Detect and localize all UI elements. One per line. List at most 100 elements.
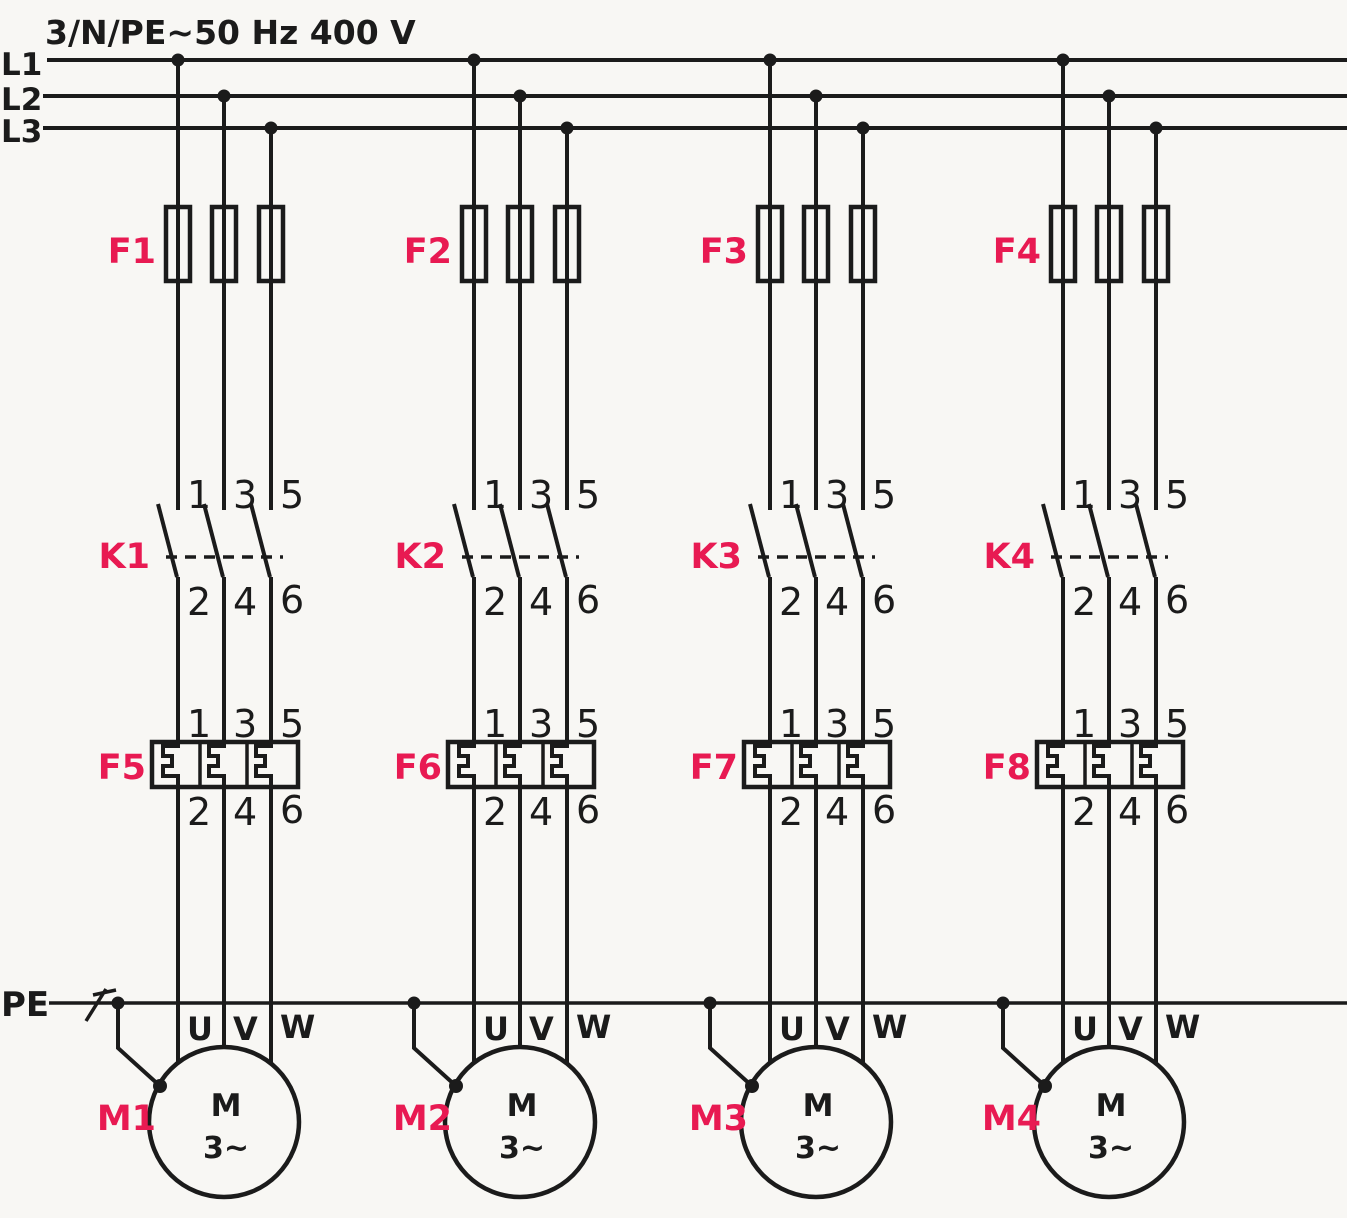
- motor-branch-2: F2 K2 1 3 5 2 4 6 F6 1 3 5: [393, 53, 611, 1200]
- fuse-symbol: [1048, 204, 1078, 284]
- pe-connection-m4: [996, 996, 1052, 1093]
- contact-lever: [156, 503, 179, 578]
- junction-dot: [745, 1079, 759, 1093]
- terminal-number: 5: [576, 702, 600, 746]
- terminal-number: 5: [872, 473, 896, 517]
- motor-symbol: M: [1096, 1088, 1127, 1124]
- terminal-number: 2: [483, 580, 507, 624]
- terminal-number: 4: [529, 580, 553, 624]
- pe-drop-wire: [412, 1003, 458, 1088]
- contactor-label: K3: [691, 537, 742, 577]
- fuse-symbol: [459, 204, 489, 284]
- motor-label: M2: [393, 1099, 452, 1139]
- motor-label: M1: [97, 1099, 156, 1139]
- motor-terminal-label: W: [1165, 1008, 1200, 1046]
- motor-label: M4: [982, 1099, 1041, 1139]
- terminal-number: 6: [280, 578, 304, 622]
- fuse-f4: F4: [993, 204, 1171, 284]
- motor-m3: U V W M 3~ M3: [689, 1008, 907, 1200]
- motor-circle: [146, 1044, 302, 1200]
- terminal-number: 6: [872, 788, 896, 832]
- fuse-symbol: [256, 204, 286, 284]
- terminal-number: 5: [280, 473, 304, 517]
- terminal-number: 5: [576, 473, 600, 517]
- terminal-number: 4: [1118, 580, 1142, 624]
- motor-terminal-label: U: [779, 1010, 805, 1048]
- motor-terminal-label: V: [233, 1010, 258, 1048]
- fuse-symbol: [209, 204, 239, 284]
- terminal-number: 6: [1165, 788, 1189, 832]
- heater-element: [254, 742, 273, 787]
- pe-conductor-mark: [84, 988, 117, 1022]
- fuse-label: F1: [108, 232, 156, 272]
- contact-lever: [452, 503, 475, 578]
- pe-bus: PE: [1, 985, 1347, 1025]
- junction-dot: [153, 1079, 167, 1093]
- motor-m4: U V W M 3~ M4: [982, 1008, 1200, 1200]
- fuse-f1: F1: [108, 204, 286, 284]
- terminal-number: 6: [872, 578, 896, 622]
- terminal-number: 4: [825, 580, 849, 624]
- motor-branch-3: F3 K3 1 3 5 2 4 6 F7 1 3 5: [689, 53, 907, 1200]
- terminal-number: 6: [1165, 578, 1189, 622]
- contact-lever: [202, 503, 225, 578]
- overload-label: F8: [983, 748, 1031, 788]
- contact-lever: [1087, 503, 1110, 578]
- motor-terminal-label: V: [529, 1010, 554, 1048]
- contactor-k1: K1 1 3 5 2 4 6: [99, 473, 305, 624]
- heater-element: [1139, 742, 1158, 787]
- motor-phase-label: 3~: [795, 1131, 841, 1166]
- motor-phase-label: 3~: [203, 1131, 249, 1166]
- contact-lever: [748, 503, 771, 578]
- terminal-number: 2: [1072, 580, 1096, 624]
- terminal-number: 2: [1072, 790, 1096, 834]
- terminal-number: 5: [280, 702, 304, 746]
- motor-symbol: M: [803, 1088, 834, 1124]
- fuse-symbol: [163, 204, 193, 284]
- motor-m2: U V W M 3~ M2: [393, 1008, 611, 1200]
- junction-dot: [449, 1079, 463, 1093]
- heater-element: [1046, 742, 1065, 787]
- pe-connection-m1: [111, 996, 167, 1093]
- motor-label: M3: [689, 1099, 748, 1139]
- fuse-symbol: [848, 204, 878, 284]
- pe-drop-wire: [708, 1003, 754, 1088]
- motor-phase-label: 3~: [499, 1131, 545, 1166]
- motor-terminal-label: U: [1072, 1010, 1098, 1048]
- heater-element: [1092, 742, 1111, 787]
- heater-element: [503, 742, 522, 787]
- heater-element: [846, 742, 865, 787]
- terminal-number: 3: [1118, 702, 1142, 746]
- overload-relay-f6: F6 1 3 5 2 4 6: [394, 702, 600, 834]
- heater-element: [799, 742, 818, 787]
- terminal-number: 6: [576, 788, 600, 832]
- supply-title: 3/N/PE~50 Hz 400 V: [45, 13, 416, 52]
- contact-lever: [794, 503, 817, 578]
- heater-element: [457, 742, 476, 787]
- motor-terminal-label: W: [872, 1008, 907, 1046]
- contactor-k2: K2 1 3 5 2 4 6: [395, 473, 601, 624]
- pe-drop-wire: [1001, 1003, 1047, 1088]
- motor-symbol: M: [211, 1088, 242, 1124]
- contactor-k3: K3 1 3 5 2 4 6: [691, 473, 897, 624]
- terminal-number: 6: [576, 578, 600, 622]
- motor-phase-label: 3~: [1088, 1131, 1134, 1166]
- contact-lever: [498, 503, 521, 578]
- fuse-symbol: [505, 204, 535, 284]
- bus-label-l1: L1: [1, 47, 42, 83]
- terminal-number: 1: [1072, 702, 1096, 746]
- motor-terminal-label: V: [1118, 1010, 1143, 1048]
- terminal-number: 3: [529, 702, 553, 746]
- overload-label: F7: [690, 748, 738, 788]
- contactor-label: K4: [984, 537, 1035, 577]
- motor-terminal-label: V: [825, 1010, 850, 1048]
- bus-label-l3: L3: [1, 114, 42, 150]
- motor-terminal-label: U: [483, 1010, 509, 1048]
- fuse-label: F4: [993, 232, 1041, 272]
- terminal-number: 5: [1165, 473, 1189, 517]
- heater-element: [207, 742, 226, 787]
- bus-label-pe: PE: [1, 985, 49, 1025]
- motor-terminal-label: W: [280, 1008, 315, 1046]
- motor-circle: [1031, 1044, 1187, 1200]
